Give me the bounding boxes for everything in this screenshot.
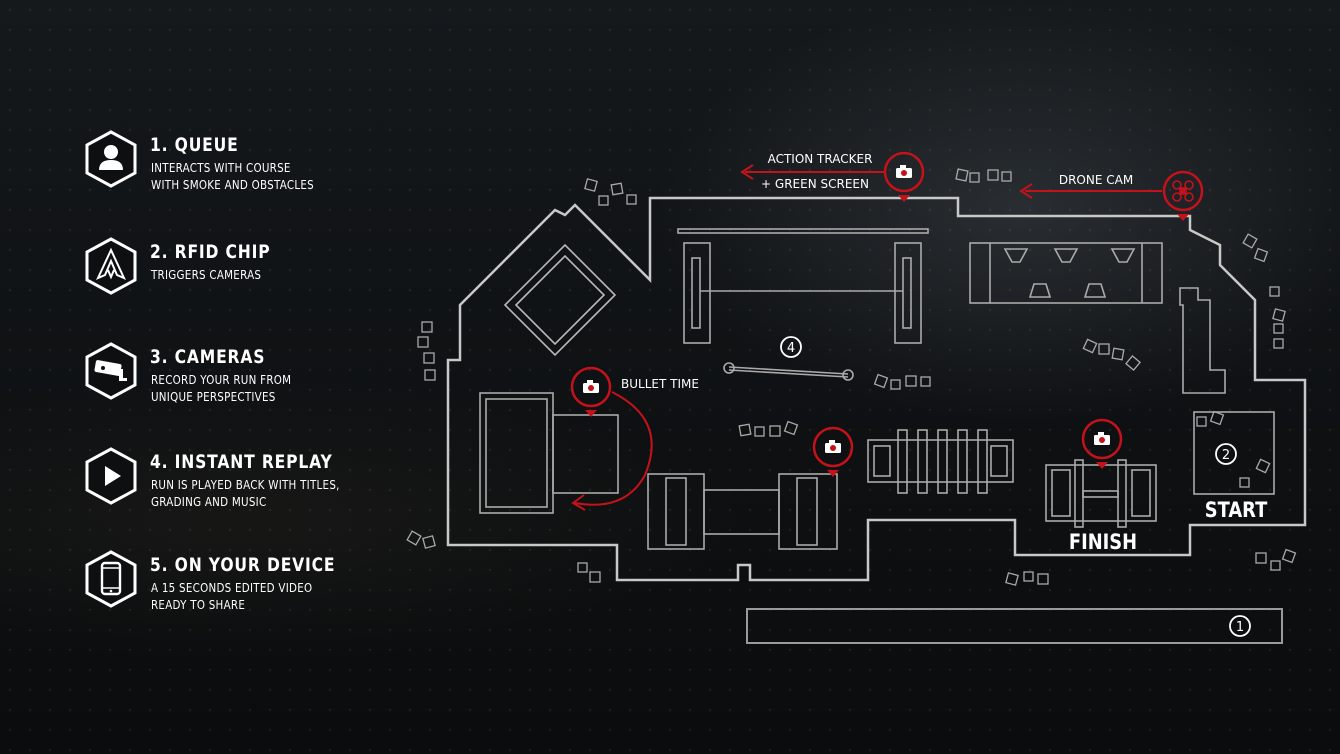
step-title: 4. INSTANT REPLAY — [150, 451, 333, 473]
assassin-insignia-icon — [85, 237, 137, 295]
step-title: 3. CAMERAS — [150, 346, 266, 368]
step-title: 1. QUEUE — [150, 134, 239, 156]
finish-structure — [1045, 459, 1157, 528]
step-title: 5. ON YOUR DEVICE — [150, 554, 336, 576]
tilted-platform — [503, 243, 617, 357]
bullet-time-label: BULLET TIME — [621, 377, 699, 391]
step-cameras: 3. CAMERAS RECORD YOUR RUN FROM UNIQUE P… — [84, 342, 404, 404]
step-description: A 15 SECONDS EDITED VIDEO READY TO SHARE — [151, 581, 313, 612]
drone-cam-label: DRONE CAM — [1059, 173, 1133, 187]
marker-1: 1 — [1229, 615, 1251, 637]
step-rfid-chip: 2. RFID CHIP TRIGGERS CAMERAS — [84, 237, 404, 297]
finish-camera — [1081, 418, 1123, 469]
replay-screen — [746, 608, 1283, 644]
marker-2: 2 — [1215, 443, 1237, 465]
person-icon — [85, 130, 137, 188]
camera-icon — [583, 380, 599, 393]
marker-label: 4 — [787, 341, 795, 356]
camera-icon — [825, 440, 841, 453]
marker-label: 2 — [1222, 448, 1230, 463]
step-on-your-device: 5. ON YOUR DEVICE A 15 SECONDS EDITED VI… — [84, 550, 404, 612]
drone-cam: DRONE CAM — [1019, 170, 1204, 221]
scattered-crates — [406, 168, 1297, 586]
finish-label: FINISH — [1069, 530, 1137, 555]
camera-icon — [1094, 432, 1110, 445]
step-instant-replay: 4. INSTANT REPLAY RUN IS PLAYED BACK WIT… — [84, 447, 404, 509]
step-description: RECORD YOUR RUN FROM UNIQUE PERSPECTIVES — [151, 373, 292, 404]
middle-camera — [812, 426, 854, 477]
right-wall — [1179, 287, 1226, 394]
obstacle-block-upper — [969, 242, 1163, 304]
smartphone-icon — [85, 550, 137, 608]
steps-list: 1. QUEUE INTERACTS WITH COURSE WITH SMOK… — [84, 0, 404, 754]
left-platform — [479, 392, 619, 514]
start-label: START — [1205, 498, 1268, 523]
action-tracker-camera: ACTION TRACKER + GREEN SCREEN — [740, 151, 925, 202]
step-description: RUN IS PLAYED BACK WITH TITLES, GRADING … — [151, 478, 340, 509]
marker-label: 1 — [1236, 620, 1244, 635]
security-camera-icon — [85, 342, 137, 400]
drone-icon — [1172, 180, 1194, 202]
course-outline — [446, 196, 1307, 582]
lower-obstacle — [647, 473, 838, 550]
step-queue: 1. QUEUE INTERACTS WITH COURSE WITH SMOK… — [84, 130, 404, 192]
action-tracker-label: ACTION TRACKER — [768, 152, 873, 166]
bar-structure — [677, 228, 929, 344]
play-icon — [85, 447, 137, 505]
ladder-obstacle — [867, 429, 1014, 494]
camera-icon — [896, 165, 912, 178]
marker-4: 4 — [780, 336, 802, 358]
balance-bar — [723, 362, 854, 381]
green-screen-label: + GREEN SCREEN — [761, 177, 869, 191]
bullet-time-camera: BULLET TIME — [570, 366, 699, 511]
start-zone — [1193, 411, 1275, 495]
step-description: INTERACTS WITH COURSE WITH SMOKE AND OBS… — [151, 161, 314, 192]
step-title: 2. RFID CHIP — [150, 241, 271, 263]
step-description: TRIGGERS CAMERAS — [151, 268, 262, 282]
